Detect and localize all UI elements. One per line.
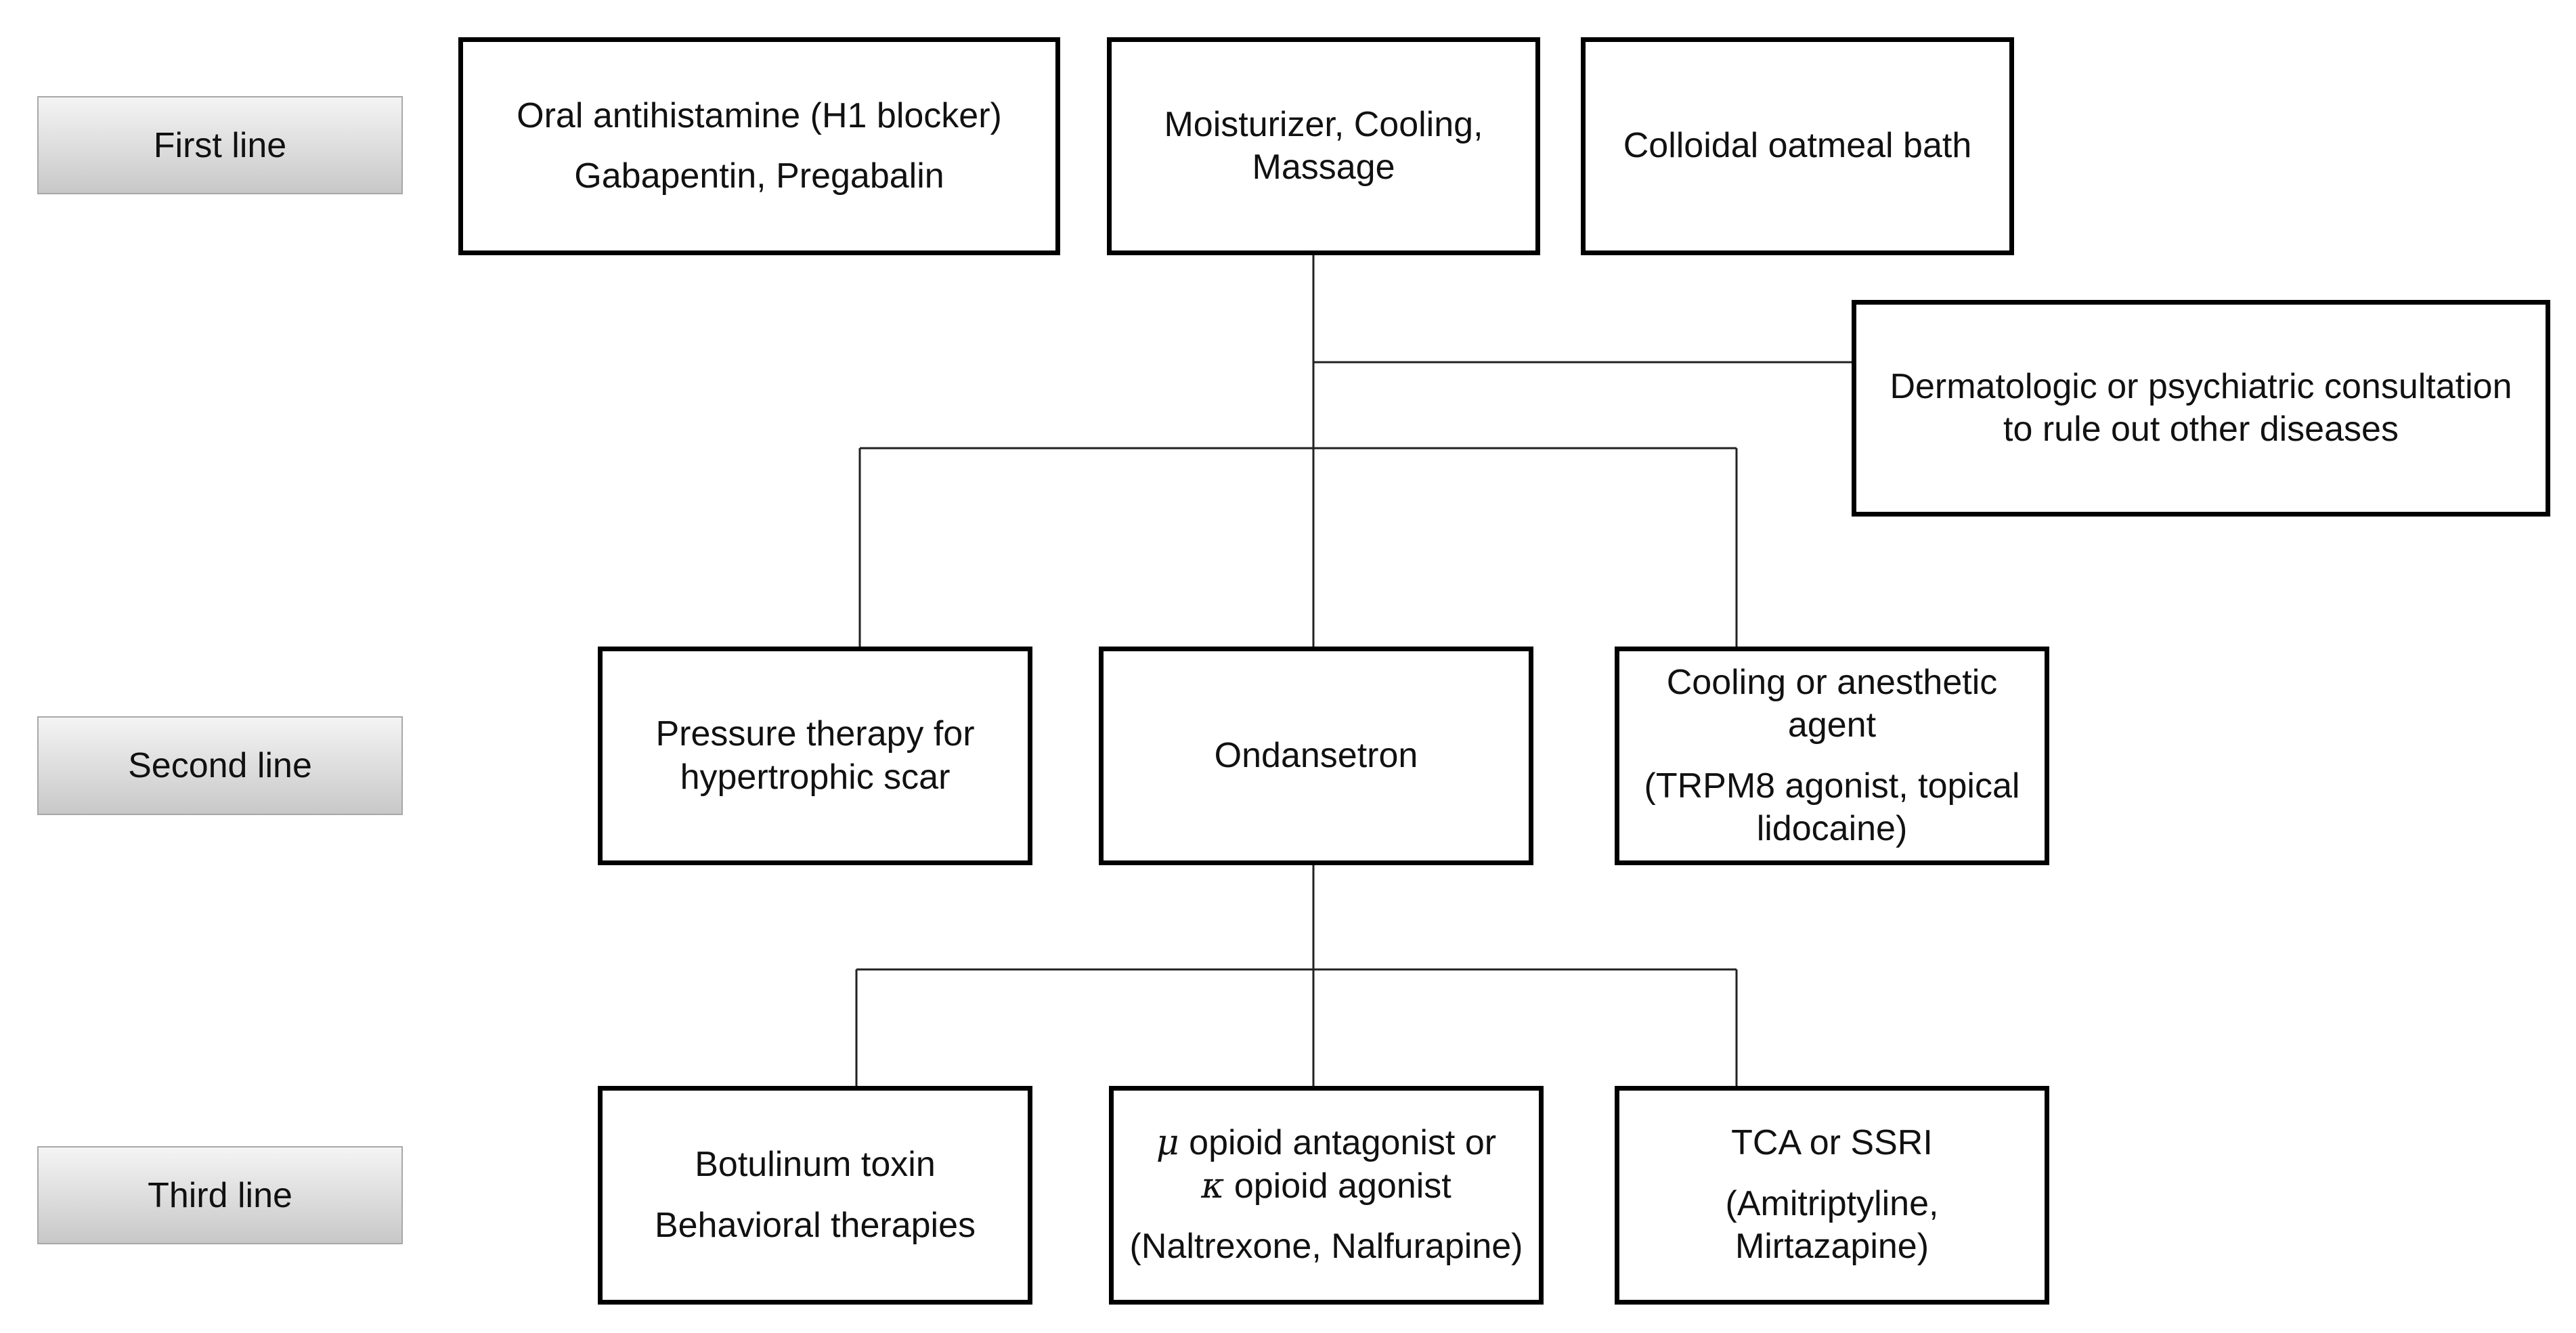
- node-text: Pressure therapy for: [655, 714, 975, 754]
- node-colloidal-oatmeal-bath: Colloidal oatmeal bath: [1581, 37, 2014, 255]
- node-moisturizer-cooling-massage: Moisturizer, Cooling, Massage: [1107, 37, 1540, 255]
- node-text: Cooling or anesthetic: [1666, 662, 1998, 702]
- node-text: hypertrophic scar: [680, 757, 951, 797]
- node-text: Oral antihistamine (H1 blocker): [517, 95, 1002, 135]
- node-text: Behavioral therapies: [654, 1205, 976, 1245]
- node-botulinum-behavioral: Botulinum toxin Behavioral therapies: [598, 1086, 1032, 1305]
- node-oral-antihistamine: Oral antihistamine (H1 blocker) Gabapent…: [458, 37, 1060, 255]
- node-text: opioid antagonist or: [1179, 1123, 1497, 1163]
- node-text: (Naltrexone, Nalfurapine): [1129, 1227, 1523, 1267]
- node-ondansetron: Ondansetron: [1099, 647, 1533, 865]
- node-text: Dermatologic or psychiatric consultation: [1890, 366, 2512, 406]
- node-text: Botulinum toxin: [695, 1145, 936, 1185]
- node-cooling-anesthetic-agent: Cooling or anesthetic agent (TRPM8 agoni…: [1615, 647, 2049, 865]
- row-label-third-line: Third line: [37, 1146, 403, 1244]
- node-text: Moisturizer, Cooling,: [1164, 104, 1483, 144]
- row-label-second-line: Second line: [37, 716, 403, 815]
- node-text: κ opioid agonist: [1201, 1165, 1451, 1208]
- node-text: Ondansetron: [1214, 735, 1418, 775]
- node-pressure-therapy: Pressure therapy for hypertrophic scar: [598, 647, 1032, 865]
- node-text: Gabapentin, Pregabalin: [574, 156, 944, 196]
- node-text: opioid agonist: [1224, 1166, 1451, 1206]
- node-text: Colloidal oatmeal bath: [1623, 126, 1972, 166]
- kappa-symbol: κ: [1201, 1165, 1225, 1206]
- node-text: μ opioid antagonist or: [1156, 1122, 1496, 1164]
- node-opioid-modulators: μ opioid antagonist or κ opioid agonist …: [1109, 1086, 1544, 1305]
- row-label-first-line: First line: [37, 96, 403, 194]
- node-text: Massage: [1252, 148, 1395, 187]
- node-text: to rule out other diseases: [2003, 410, 2399, 449]
- node-consultation: Dermatologic or psychiatric consultation…: [1852, 300, 2550, 517]
- node-text: TCA or SSRI: [1731, 1123, 1933, 1163]
- node-text: agent: [1787, 705, 1877, 745]
- node-text: (TRPM8 agonist, topical: [1644, 766, 2020, 806]
- node-text: lidocaine): [1756, 808, 1908, 848]
- node-text: (Amitriptyline,: [1725, 1183, 1939, 1223]
- node-tca-ssri: TCA or SSRI (Amitriptyline, Mirtazapine): [1615, 1086, 2049, 1305]
- mu-symbol: μ: [1156, 1122, 1179, 1164]
- node-text: Mirtazapine): [1734, 1227, 1929, 1267]
